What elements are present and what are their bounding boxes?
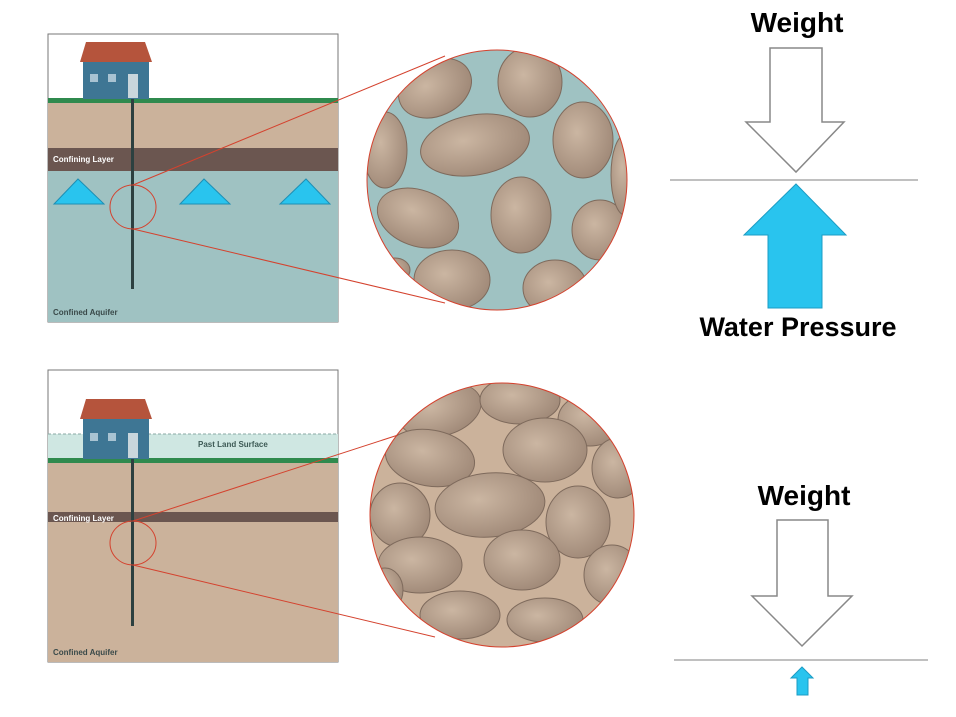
- small-pressure-arrow-icon: [789, 666, 815, 696]
- bottom-sediment: [48, 462, 338, 662]
- bottom-aquifer-label: Confined Aquifer: [53, 648, 118, 657]
- top-confining-layer: [48, 148, 338, 171]
- top-aquifer-label: Confined Aquifer: [53, 308, 118, 317]
- bottom-forces: Weight: [674, 480, 928, 696]
- bottom-confining-label: Confining Layer: [53, 514, 114, 523]
- top-confining-label: Confining Layer: [53, 155, 114, 164]
- pressure-triangle-icon: [178, 178, 232, 205]
- top-well: [131, 99, 134, 289]
- pressure-triangle-icon: [52, 178, 106, 205]
- top-forces: Weight Water Pressure: [670, 7, 918, 342]
- water-pressure-label: Water Pressure: [699, 312, 896, 342]
- top-weight-label: Weight: [751, 7, 844, 38]
- bottom-magnified-compacted: [369, 382, 635, 648]
- bottom-weight-label: Weight: [758, 480, 851, 511]
- top-magnified-pores: [366, 49, 628, 311]
- past-land-label: Past Land Surface: [198, 440, 268, 449]
- pressure-arrow-icon: [742, 183, 848, 309]
- top-sediment: [48, 101, 338, 148]
- bottom-cross-section: Past Land Surface Confining Layer Confin…: [47, 369, 339, 663]
- top-zoom-line: [132, 228, 446, 304]
- bottom-house: [80, 399, 152, 459]
- bottom-well: [131, 459, 134, 626]
- bottom-zoom-line: [132, 423, 433, 522]
- bottom-grass: [48, 458, 338, 463]
- top-zoom-line: [132, 55, 446, 186]
- top-house: [80, 42, 152, 99]
- weight-arrow-icon: [750, 519, 854, 648]
- bottom-zoom-line: [132, 564, 436, 638]
- bottom-confining-layer: [48, 512, 338, 522]
- top-grass: [48, 98, 338, 103]
- weight-arrow-icon: [744, 47, 846, 174]
- pressure-triangle-icon: [278, 178, 332, 205]
- top-cross-section: Confining Layer Confined Aquifer: [47, 33, 339, 323]
